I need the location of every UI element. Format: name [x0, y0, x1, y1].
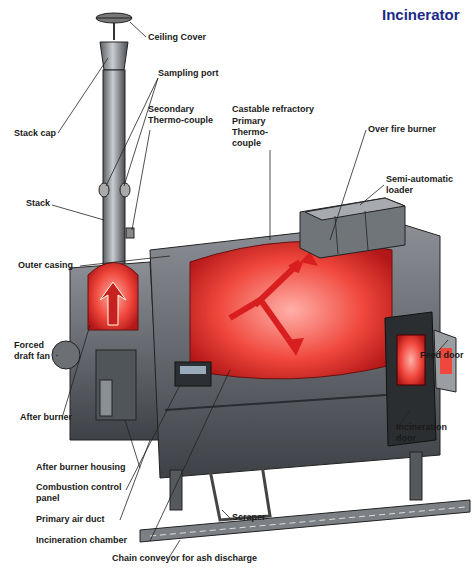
- leader-lines: [52, 22, 448, 556]
- part-label: Castable refractory: [232, 104, 342, 115]
- part-label: Primary Thermo-couple: [232, 116, 294, 149]
- semi-automatic-loader: [300, 198, 405, 258]
- part-label: Secondary Thermo-couple: [148, 104, 214, 126]
- part-label: Primary air duct: [36, 514, 136, 525]
- part-label: Semi-automatic loader: [386, 174, 458, 196]
- part-label: After burner: [20, 412, 90, 423]
- part-label: Over fire burner: [368, 124, 458, 135]
- part-label: Stack cap: [14, 128, 64, 139]
- part-label: Forced draft fan: [14, 340, 58, 362]
- part-label: Stack: [26, 198, 66, 209]
- part-label: Combustion control panel: [36, 482, 122, 504]
- part-label: Incineration chamber: [36, 535, 156, 546]
- diagram-title: Incinerator: [382, 6, 460, 23]
- chain-conveyor: [140, 452, 470, 542]
- part-label: Scraper: [232, 512, 292, 523]
- part-label: Ceiling Cover: [148, 32, 228, 43]
- part-label: Sampling port: [158, 68, 248, 79]
- stack: [99, 42, 134, 270]
- part-label: Incineration door: [396, 422, 462, 444]
- part-label: Outer casing: [18, 260, 88, 271]
- part-label: Feed door: [420, 350, 470, 361]
- part-label: Chain conveyor for ash discharge: [112, 553, 312, 564]
- ceiling-cover: [96, 13, 132, 40]
- part-label: After burner housing: [36, 462, 146, 473]
